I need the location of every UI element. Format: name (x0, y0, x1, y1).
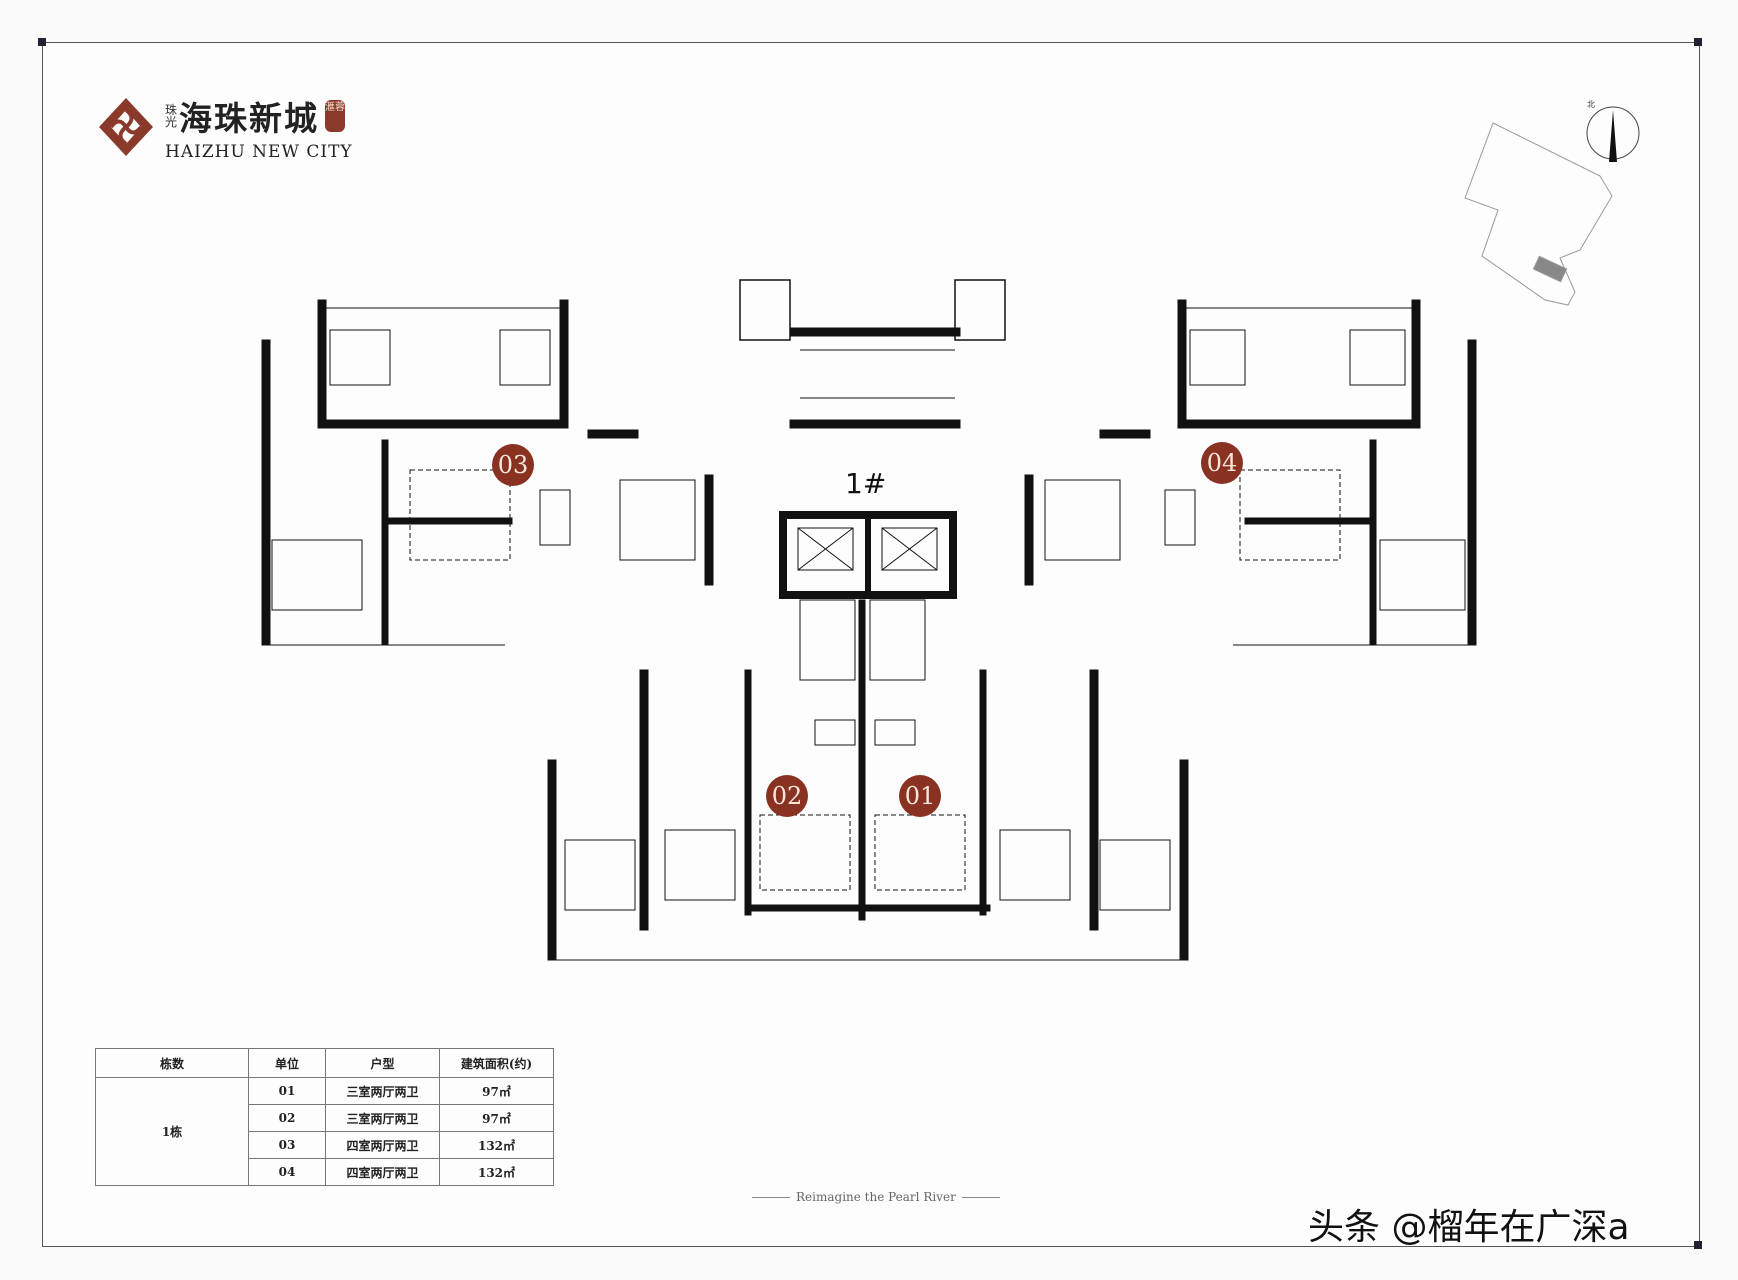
unit-spec-table: 栋数 单位 户型 建筑面积(约) 1栋 01 三室两厅两卫 97㎡ 02 三室两… (95, 1048, 554, 1186)
cell-building: 1栋 (95, 1077, 249, 1186)
cell-type: 四室两厅两卫 (325, 1158, 440, 1186)
brand-name-cn: 海珠新城 (179, 99, 319, 138)
cell-type: 三室两厅两卫 (325, 1077, 440, 1105)
watermark: 头条 @榴年在广深a (1308, 1207, 1630, 1248)
header-type: 户型 (325, 1048, 440, 1078)
brand-seal: 滙蓉 (325, 100, 345, 132)
table-row: 03 四室两厅两卫 132㎡ (96, 1131, 554, 1159)
divider (752, 1196, 790, 1198)
cell-type: 四室两厅两卫 (325, 1131, 440, 1159)
frame-corner (1694, 38, 1702, 46)
brand-name-en: HAIZHU NEW CITY (165, 142, 353, 162)
building-number: 1# (845, 467, 887, 500)
unit-label-02: 02 (766, 775, 808, 817)
header-unit: 单位 (248, 1048, 326, 1078)
header-building: 栋数 (95, 1048, 249, 1078)
table-header-row: 栋数 单位 户型 建筑面积(约) (95, 1048, 554, 1078)
cell-unit: 03 (248, 1131, 326, 1159)
frame-corner (38, 38, 46, 46)
table-row: 04 四室两厅两卫 132㎡ (96, 1158, 554, 1186)
brand-emblem-icon (99, 98, 153, 156)
unit-label-03: 03 (492, 444, 534, 486)
brand-logo: 珠光 海珠新城 滙蓉 HAIZHU NEW CITY (97, 92, 353, 162)
north-label: 北 (1587, 100, 1595, 109)
unit-label-01: 01 (899, 775, 941, 817)
site-key-plan (1464, 122, 1613, 306)
brand-prefix: 珠光 (165, 103, 178, 129)
compass-icon (1586, 106, 1640, 162)
cell-type: 三室两厅两卫 (325, 1104, 440, 1132)
cell-unit: 02 (248, 1104, 326, 1132)
cell-unit: 04 (248, 1158, 326, 1186)
cell-area: 97㎡ (439, 1104, 554, 1132)
unit-label-04: 04 (1201, 442, 1243, 484)
frame-corner (1694, 1241, 1702, 1249)
tagline-text: Reimagine the Pearl River (796, 1190, 956, 1204)
cell-area: 97㎡ (439, 1077, 554, 1105)
floor-plan-walls (261, 279, 1477, 961)
divider (961, 1196, 1000, 1198)
table-row: 1栋 01 三室两厅两卫 97㎡ (95, 1077, 554, 1186)
cell-area: 132㎡ (439, 1131, 554, 1159)
cell-unit: 01 (248, 1077, 326, 1105)
cell-area: 132㎡ (439, 1158, 554, 1186)
tagline: Reimagine the Pearl River (746, 1190, 1006, 1204)
header-area: 建筑面积(约) (439, 1048, 554, 1078)
